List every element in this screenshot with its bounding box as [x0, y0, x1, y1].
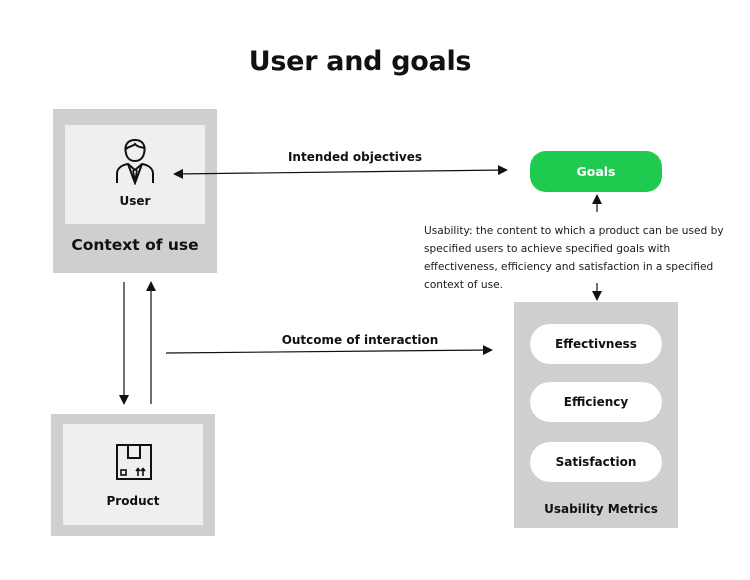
metric-effectiveness: Effectivness: [530, 324, 662, 364]
product-card: [63, 424, 203, 525]
user-icon: [116, 138, 154, 185]
outcome-of-interaction-label: Outcome of interaction: [281, 333, 439, 347]
goals-pill: Goals: [530, 151, 662, 192]
product-label: Product: [106, 494, 160, 508]
context-of-use-label: Context of use: [71, 236, 199, 254]
metric-satisfaction: Satisfaction: [530, 442, 662, 482]
package-box-icon: [116, 444, 152, 480]
intended-objectives-label: Intended objectives: [287, 150, 423, 164]
metric-efficiency: Efficiency: [530, 382, 662, 422]
user-label: User: [119, 194, 151, 208]
page-title: User and goals: [248, 46, 472, 77]
intended-objectives-arrow: [173, 165, 508, 179]
usability-metrics-label: Usability Metrics: [544, 502, 658, 516]
usability-definition: Usability: the content to which a produc…: [424, 225, 724, 291]
outcome-of-interaction-arrow: [165, 345, 493, 356]
